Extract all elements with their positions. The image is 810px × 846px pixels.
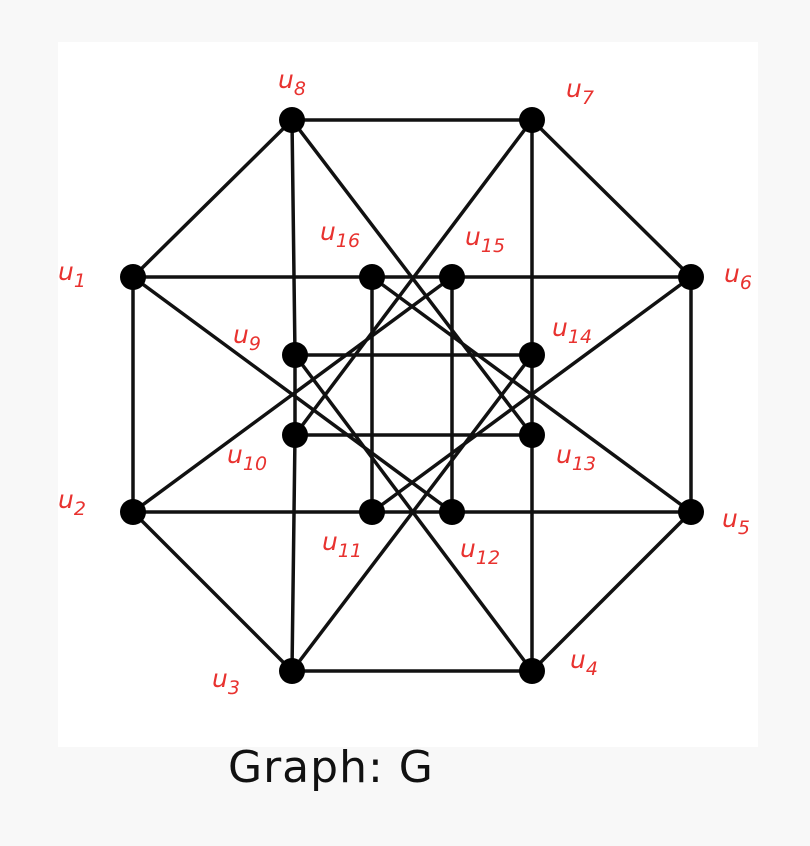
vertex-u13	[519, 422, 545, 448]
vertex-label-u4: u4	[570, 645, 598, 680]
vertex-u14	[519, 342, 545, 368]
vertex-label-u12: u12	[460, 534, 500, 569]
vertex-label-u13: u13	[556, 440, 596, 475]
vertex-label-u7: u7	[566, 74, 594, 109]
vertex-label-u15: u15	[465, 222, 505, 257]
vertex-u9	[282, 342, 308, 368]
diagram-panel	[58, 42, 758, 747]
vertex-u6	[678, 264, 704, 290]
vertex-label-u9: u9	[233, 320, 261, 355]
vertex-u16	[359, 264, 385, 290]
vertex-label-layer: u1 u2 u3 u4 u5 u6 u7 u8 u9 u10 u11 u12 u13 u14 u15 u16	[58, 65, 752, 699]
vertex-label-u5: u5	[722, 504, 750, 539]
vertex-label-u16: u16	[320, 217, 360, 252]
edge-u6-u7	[530, 118, 693, 279]
vertex-u5	[678, 499, 704, 525]
edge-u3-u10	[290, 433, 297, 673]
vertex-u3	[279, 658, 305, 684]
vertex-label-u10: u10	[227, 440, 267, 475]
vertex-label-u1: u1	[58, 257, 86, 292]
edge-u8-u9	[290, 118, 297, 357]
vertex-u2	[120, 499, 146, 525]
vertex-u15	[439, 264, 465, 290]
vertex-u7	[519, 107, 545, 133]
graph-caption: Graph: G	[228, 742, 434, 793]
vertex-label-u6: u6	[724, 259, 752, 294]
vertex-label-u14: u14	[552, 313, 592, 348]
edge-u2-u15	[131, 275, 454, 514]
vertex-label-u8: u8	[278, 65, 306, 100]
vertex-u12	[439, 499, 465, 525]
vertex-u8	[279, 107, 305, 133]
edge-u8-u1	[131, 118, 294, 279]
vertex-label-u3: u3	[212, 664, 240, 699]
vertex-label-u2: u2	[58, 485, 86, 520]
vertex-u11	[359, 499, 385, 525]
vertex-label-u11: u11	[322, 527, 362, 562]
vertex-u1	[120, 264, 146, 290]
vertex-layer	[120, 107, 704, 684]
edge-layer	[131, 118, 693, 673]
edge-u2-u3	[131, 510, 294, 673]
vertex-u4	[519, 658, 545, 684]
vertex-u10	[282, 422, 308, 448]
edge-u4-u5	[530, 510, 693, 673]
